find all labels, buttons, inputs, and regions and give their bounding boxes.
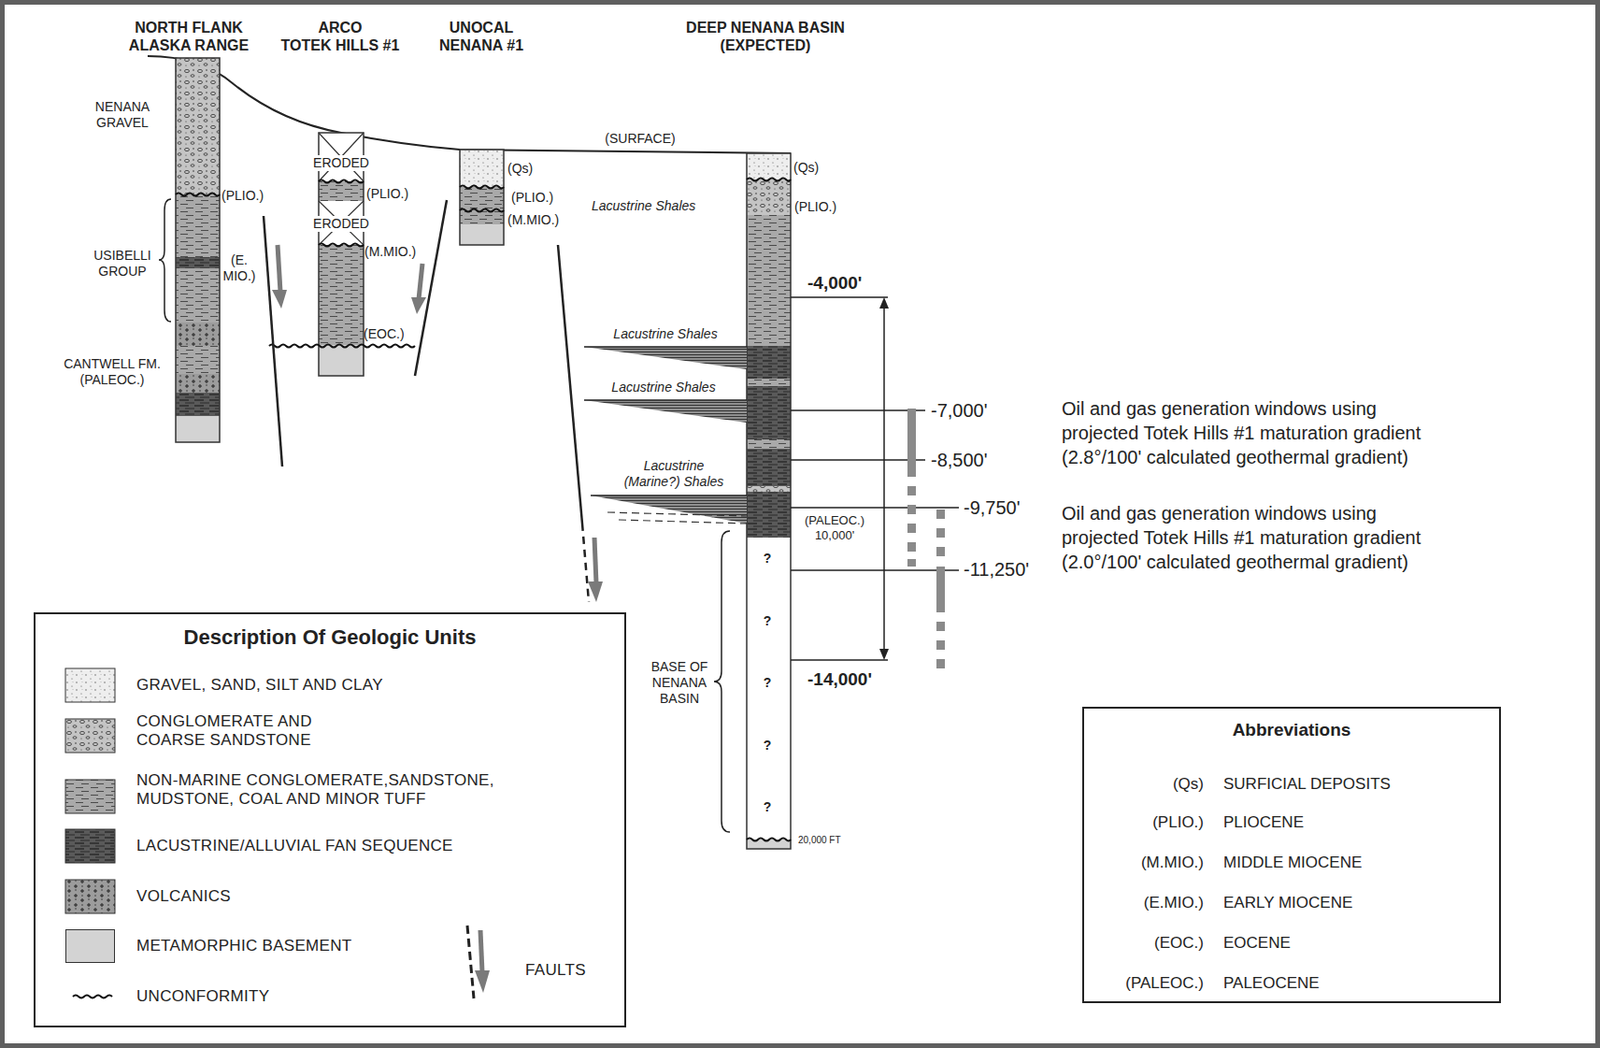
text-line: BASIN — [651, 690, 709, 707]
text-label: 20,000 FT — [798, 834, 842, 846]
text-line: TOTEK HILLS #1 — [281, 36, 400, 55]
text-line: DEEP NENANA BASIN — [685, 18, 845, 37]
legend-text: NON-MARINE CONGLOMERATE,SANDSTONE, MUDST… — [136, 771, 495, 810]
text-label: ? — [763, 737, 772, 754]
text-label: UNOCAL NENANA #1 — [439, 18, 524, 55]
text-line: Oil and gas generation windows using — [1061, 500, 1421, 526]
text-label: (M.MIO.) — [507, 212, 559, 229]
text-line: COARSE SANDSTONE — [136, 730, 313, 750]
text-label: ? — [763, 674, 772, 691]
text-line: Lacustrine — [624, 457, 725, 474]
text-label: (M.MIO.) — [1141, 853, 1204, 872]
legend-text: LACUSTRINE/ALLUVIAL FAN SEQUENCE — [136, 836, 454, 856]
text-label: Oil and gas generation windows using pro… — [1061, 396, 1421, 470]
legend-text: UNCONFORMITY — [136, 986, 270, 1006]
text-line: (2.0°/100' calculated geothermal gradien… — [1061, 549, 1421, 574]
text-label: (Qs) — [507, 160, 533, 177]
text-label: (PLIO.) — [366, 185, 409, 202]
text-label: EOCENE — [1223, 933, 1291, 953]
text-line: MUDSTONE, COAL AND MINOR TUFF — [136, 789, 495, 809]
legend-text: VOLCANICS — [136, 886, 231, 906]
text-line: (Marine?) Shales — [624, 473, 725, 490]
text-label: -14,000' — [807, 669, 872, 691]
text-line: NENANA — [95, 99, 150, 115]
text-label: (E. MIO.) — [223, 252, 257, 285]
text-label: PALEOCENE — [1223, 973, 1320, 993]
text-label: ARCO TOTEK HILLS #1 — [281, 18, 400, 55]
text-line: CONGLOMERATE AND — [136, 712, 313, 731]
text-label: (SURFACE) — [604, 130, 675, 147]
text-label: NORTH FLANK ALASKA RANGE — [128, 18, 249, 55]
text-label: BASE OF NENANA BASIN — [651, 658, 709, 706]
text-line: (2.8°/100' calculated geothermal gradien… — [1061, 444, 1421, 470]
text-label: Oil and gas generation windows using pro… — [1061, 500, 1421, 574]
text-label: Lacustrine Shales — [591, 198, 696, 215]
text-label: -7,000' — [930, 399, 988, 422]
text-line: 10,000' — [804, 528, 865, 543]
text-line: Oil and gas generation windows using — [1061, 396, 1421, 421]
text-line: USIBELLI — [93, 247, 151, 264]
text-label: USIBELLI GROUP — [93, 247, 151, 280]
text-label: (EOC.) — [1154, 933, 1204, 953]
text-line: NENANA — [651, 674, 709, 691]
text-label: ? — [763, 550, 772, 567]
legend-text: FAULTS — [525, 960, 586, 980]
text-line: NON-MARINE CONGLOMERATE,SANDSTONE, — [136, 771, 495, 790]
legend-swatch — [65, 928, 115, 963]
legend-text: CONGLOMERATE AND COARSE SANDSTONE — [136, 712, 313, 751]
text-label: ? — [763, 613, 772, 629]
text-label: EARLY MIOCENE — [1223, 893, 1353, 913]
text-line: GRAVEL — [95, 114, 150, 131]
text-label: (PALEOC.) 10,000' — [804, 513, 865, 543]
text-label: ERODED — [311, 155, 372, 172]
text-line: UNOCAL — [439, 18, 524, 37]
text-line: BASE OF — [651, 658, 709, 675]
text-line: (PALEOC.) — [63, 371, 161, 388]
text-line: (EXPECTED) — [685, 36, 845, 55]
text-label: -8,500' — [930, 448, 988, 472]
text-label: (PLIO.) — [511, 189, 554, 206]
text-line: NORTH FLANK — [128, 18, 249, 37]
text-label: ? — [763, 799, 772, 815]
text-label: DEEP NENANA BASIN (EXPECTED) — [685, 18, 845, 55]
legend-text: GRAVEL, SAND, SILT AND CLAY — [136, 675, 384, 695]
text-label: (PALEOC.) — [1125, 973, 1204, 993]
text-line: NENANA #1 — [439, 36, 524, 55]
text-line: ARCO — [281, 18, 400, 37]
text-label: (Qs) — [1172, 774, 1204, 794]
text-label: -11,250' — [963, 557, 1029, 581]
text-label: Lacustrine Shales — [611, 379, 715, 396]
text-label: NENANA GRAVEL — [95, 99, 150, 131]
text-line: CANTWELL FM. — [63, 356, 161, 372]
text-label: (E.MIO.) — [1143, 893, 1204, 913]
text-label: MIDDLE MIOCENE — [1223, 853, 1362, 872]
text-label: SURFICIAL DEPOSITS — [1223, 774, 1391, 794]
text-label: Lacustrine (Marine?) Shales — [624, 457, 725, 490]
box-title: Abbreviations — [1084, 719, 1500, 741]
legend-text: METAMORPHIC BASEMENT — [136, 936, 352, 956]
text-label: -4,000' — [807, 272, 862, 295]
text-line: GROUP — [93, 263, 151, 280]
text-line: (PALEOC.) — [804, 513, 865, 529]
text-line: projected Totek Hills #1 maturation grad… — [1061, 525, 1421, 550]
text-line: MIO.) — [223, 268, 257, 285]
text-line: projected Totek Hills #1 maturation grad… — [1061, 420, 1421, 445]
text-line: (E. — [223, 252, 257, 269]
text-label: (M.MIO.) — [364, 243, 416, 260]
text-label: (PLIO.) — [794, 199, 837, 215]
text-label: (PLIO.) — [221, 187, 264, 204]
text-line: ALASKA RANGE — [128, 36, 249, 55]
text-label: Lacustrine Shales — [613, 326, 717, 343]
text-label: (Qs) — [793, 159, 819, 176]
text-label: ERODED — [311, 215, 372, 232]
text-label: PLIOCENE — [1223, 813, 1304, 832]
text-label: (EOC.) — [363, 326, 405, 343]
text-label: (PLIO.) — [1152, 813, 1204, 832]
box-title: Description Of Geologic Units — [35, 625, 625, 650]
text-label: -9,750' — [963, 496, 1021, 519]
text-label: CANTWELL FM. (PALEOC.) — [63, 356, 161, 388]
